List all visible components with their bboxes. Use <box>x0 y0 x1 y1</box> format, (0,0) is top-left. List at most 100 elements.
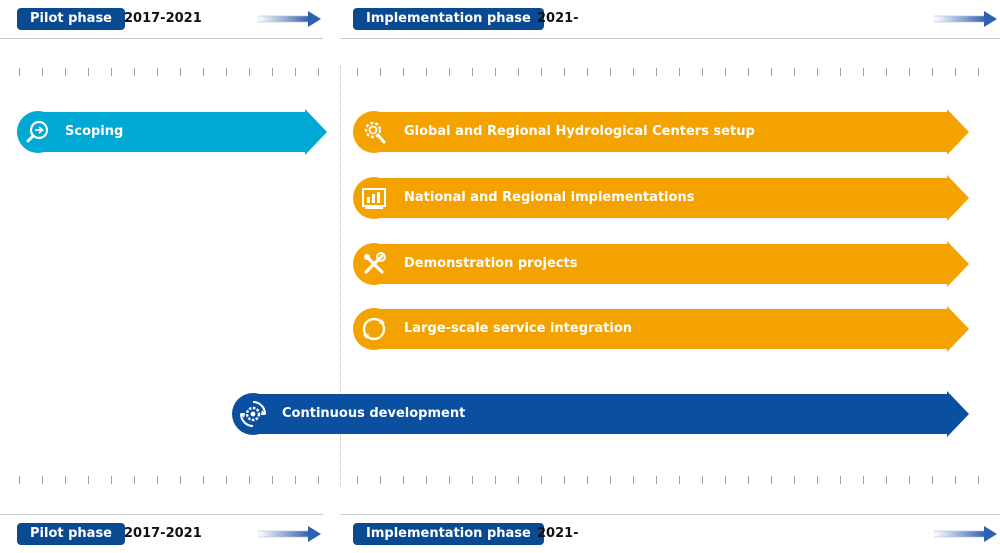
scoping-arrow: Scoping <box>17 109 329 155</box>
timeline-tick <box>403 68 404 76</box>
timeline-tick <box>610 68 611 76</box>
timeline-tick <box>134 68 135 76</box>
timeline-tick <box>610 476 611 484</box>
timeline-tick <box>587 476 588 484</box>
phase-arrow-icon <box>934 526 997 542</box>
timeline-tick <box>318 68 319 76</box>
timeline-tick <box>111 68 112 76</box>
magnifier-arrow-icon <box>17 111 59 153</box>
implementation-phase-header-top: Implementation phase 2021- <box>340 0 1000 39</box>
timeline-tick <box>518 476 519 484</box>
timeline-tick <box>932 68 933 76</box>
timeline-tick <box>656 476 657 484</box>
timeline-tick <box>380 68 381 76</box>
timeline-tick <box>909 68 910 76</box>
demonstration-projects-arrow: Demonstration projects <box>353 241 971 287</box>
timeline-tick <box>111 476 112 484</box>
service-integration-arrow: Large-scale service integration <box>353 306 971 352</box>
timeline-tick <box>272 476 273 484</box>
timeline-tick <box>180 476 181 484</box>
timeline-tick <box>318 476 319 484</box>
timeline-tick <box>65 476 66 484</box>
implementation-phase-badge: Implementation phase <box>353 8 544 30</box>
timeline-tick <box>357 68 358 76</box>
service-integration-label: Large-scale service integration <box>404 321 633 336</box>
timeline-tick <box>909 476 910 484</box>
timeline-tick <box>226 476 227 484</box>
timeline-tick <box>541 476 542 484</box>
timeline-tick <box>702 476 703 484</box>
timeline-ticks-top <box>0 68 1000 78</box>
phase-arrow-icon <box>934 11 997 27</box>
pilot-phase-period: 2017-2021 <box>124 526 202 541</box>
timeline-ticks-bottom <box>0 476 1000 486</box>
timeline-tick <box>449 476 450 484</box>
pilot-phase-badge: Pilot phase <box>17 523 125 545</box>
timeline-tick <box>295 476 296 484</box>
timeline-tick <box>42 68 43 76</box>
timeline-tick <box>679 68 680 76</box>
gear-magnifier-icon <box>353 111 395 153</box>
timeline-tick <box>541 68 542 76</box>
timeline-tick <box>472 476 473 484</box>
timeline-tick <box>748 68 749 76</box>
timeline-tick <box>817 476 818 484</box>
timeline-tick <box>203 476 204 484</box>
timeline-tick <box>564 68 565 76</box>
timeline-tick <box>65 68 66 76</box>
timeline-tick <box>249 476 250 484</box>
cycle-arrows-icon <box>353 308 395 350</box>
timeline-tick <box>886 68 887 76</box>
timeline-tick <box>19 476 20 484</box>
chart-board-icon <box>353 177 395 219</box>
pilot-phase-header-bottom: Pilot phase 2017-2021 <box>0 514 323 553</box>
timeline-tick <box>472 68 473 76</box>
national-regional-arrow: National and Regional implementations <box>353 175 971 221</box>
timeline-tick <box>978 476 979 484</box>
timeline-tick <box>656 68 657 76</box>
timeline-tick <box>518 68 519 76</box>
continuous-development-arrow: Continuous development <box>232 391 971 437</box>
phase-arrow-icon <box>258 11 321 27</box>
timeline-tick <box>863 68 864 76</box>
timeline-tick <box>564 476 565 484</box>
timeline-tick <box>932 476 933 484</box>
timeline-tick <box>725 68 726 76</box>
timeline-tick <box>295 68 296 76</box>
timeline-tick <box>272 68 273 76</box>
timeline-tick <box>886 476 887 484</box>
timeline-tick <box>426 68 427 76</box>
national-regional-label: National and Regional implementations <box>404 190 695 205</box>
timeline-tick <box>840 68 841 76</box>
implementation-phase-period: 2021- <box>537 526 579 541</box>
implementation-phase-period: 2021- <box>537 11 579 26</box>
timeline-tick <box>794 68 795 76</box>
phase-arrow-icon <box>258 526 321 542</box>
timeline-tick <box>157 476 158 484</box>
timeline-tick <box>203 68 204 76</box>
phase-divider <box>340 66 341 486</box>
timeline-tick <box>88 476 89 484</box>
timeline-tick <box>380 476 381 484</box>
timeline-tick <box>633 476 634 484</box>
timeline-tick <box>771 68 772 76</box>
timeline-tick <box>426 476 427 484</box>
timeline-tick <box>134 476 135 484</box>
timeline-tick <box>955 476 956 484</box>
global-regional-centers-label: Global and Regional Hydrological Centers… <box>404 124 755 139</box>
timeline-tick <box>226 68 227 76</box>
timeline-tick <box>771 476 772 484</box>
timeline-tick <box>794 476 795 484</box>
timeline-tick <box>357 476 358 484</box>
timeline-tick <box>88 68 89 76</box>
timeline-tick <box>449 68 450 76</box>
timeline-tick <box>495 476 496 484</box>
timeline-tick <box>19 68 20 76</box>
timeline-tick <box>249 68 250 76</box>
timeline-tick <box>403 476 404 484</box>
pilot-phase-badge: Pilot phase <box>17 8 125 30</box>
timeline-tick <box>748 476 749 484</box>
timeline-tick <box>840 476 841 484</box>
timeline-tick <box>42 476 43 484</box>
timeline-tick <box>633 68 634 76</box>
